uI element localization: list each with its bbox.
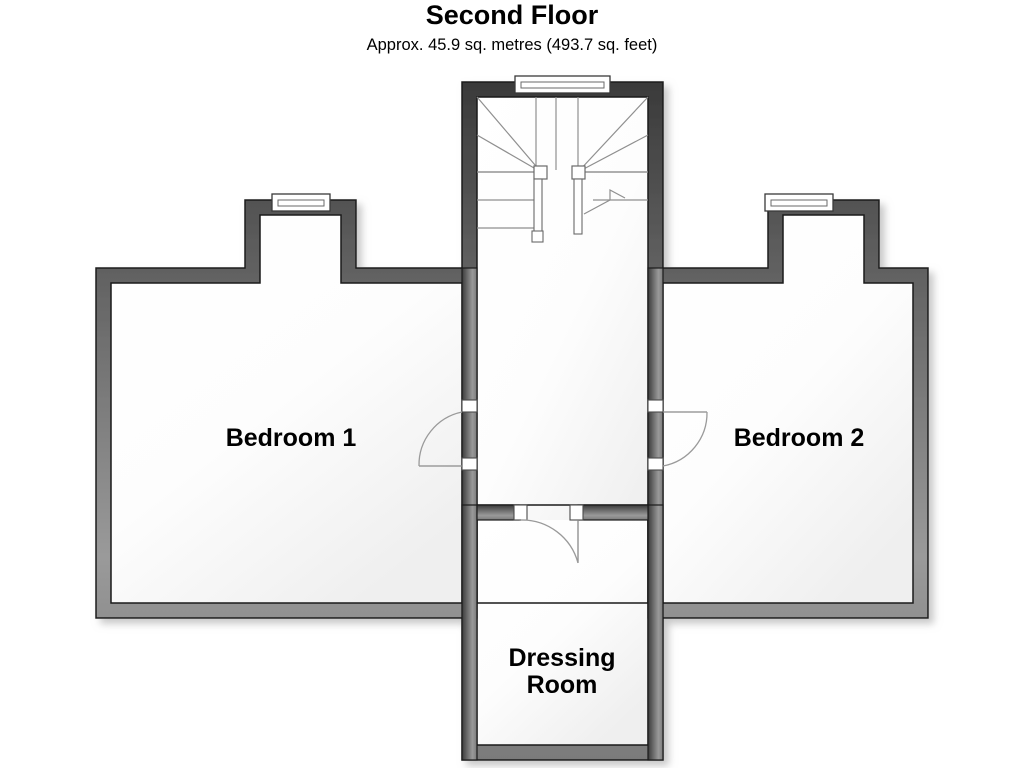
wall-dressing-top-left [476,504,520,521]
door-dressing-room [513,504,584,564]
bedroom-1-floor [111,215,462,603]
windows-group [271,75,834,212]
door-bedroom-2 [647,399,708,471]
staircase [476,96,649,243]
wall-dressing-right [647,504,664,761]
window-stairwell-top [514,75,611,94]
dressing-room-floor [477,520,648,745]
door-bedroom-1 [418,399,478,471]
room-label-dressing-room-line1: Dressing [509,644,616,672]
room-labels-group: Bedroom 1 Bedroom 2 Dressing Room [226,424,865,699]
room-label-dressing-room-line2: Room [527,671,598,699]
bedroom-2-floor [663,215,913,603]
room-label-bedroom-1: Bedroom 1 [226,424,357,452]
room-label-bedroom-2: Bedroom 2 [734,424,865,452]
wall-dressing-left [461,504,478,761]
central-partition-walls [461,267,664,761]
doors-group [418,399,708,564]
window-bedroom-1-bay [271,193,331,212]
window-bedroom-2-bay [764,193,834,212]
wall-dressing-top-right [577,504,649,521]
